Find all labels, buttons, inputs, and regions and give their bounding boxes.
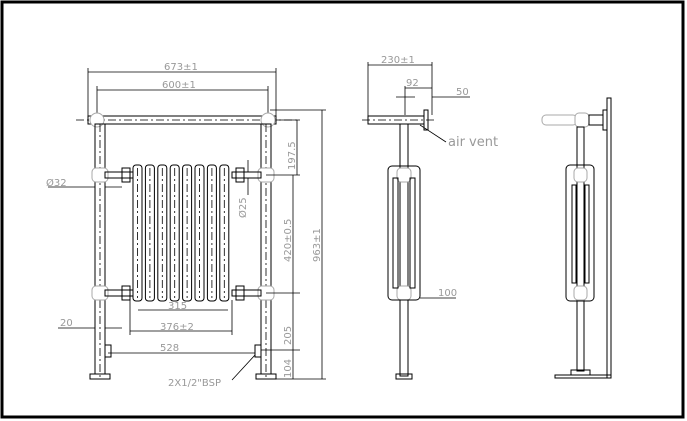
label-connection: 2X1/2"BSP [168,378,221,389]
label-foot-height: 104 [283,359,294,378]
label-centres-width: 600±1 [162,80,196,91]
label-top-to-manifold: 197.5 [287,141,298,170]
radiator-column [169,164,180,302]
label-air-vent: air vent [448,135,498,150]
label-valve-centres: 528 [160,343,179,354]
end-view [541,97,612,379]
radiator-column [157,164,168,302]
label-projection: 230±1 [381,55,415,66]
radiator-column [219,164,230,302]
label-column-span: 315 [168,301,187,312]
front-view: 673±1 600±1 197.5 Ø32 Ø25 420±0.5 963±1 … [46,62,326,389]
label-overall-height: 963±1 [312,228,323,262]
label-valve-height: 205 [283,326,294,345]
radiator-column [206,164,217,302]
label-bracket-offset: 50 [456,87,469,98]
label-body-depth: 100 [438,288,457,299]
label-manifold-diameter: Ø25 [237,197,249,218]
label-overall-width: 673±1 [164,62,198,73]
radiator-columns [132,164,230,302]
radiator-column [132,164,143,302]
label-radiator-width: 376±2 [160,322,194,333]
label-post-diameter: Ø32 [46,177,67,189]
label-manifold-centres: 420±0.5 [283,219,294,262]
radiator-column [194,164,205,302]
label-inlet-offset: 20 [60,318,73,329]
label-rail-offset: 92 [406,78,419,89]
side-view: 230±1 92 50 air vent 100 [362,55,498,380]
radiator-column [182,164,193,302]
radiator-column [144,164,155,302]
